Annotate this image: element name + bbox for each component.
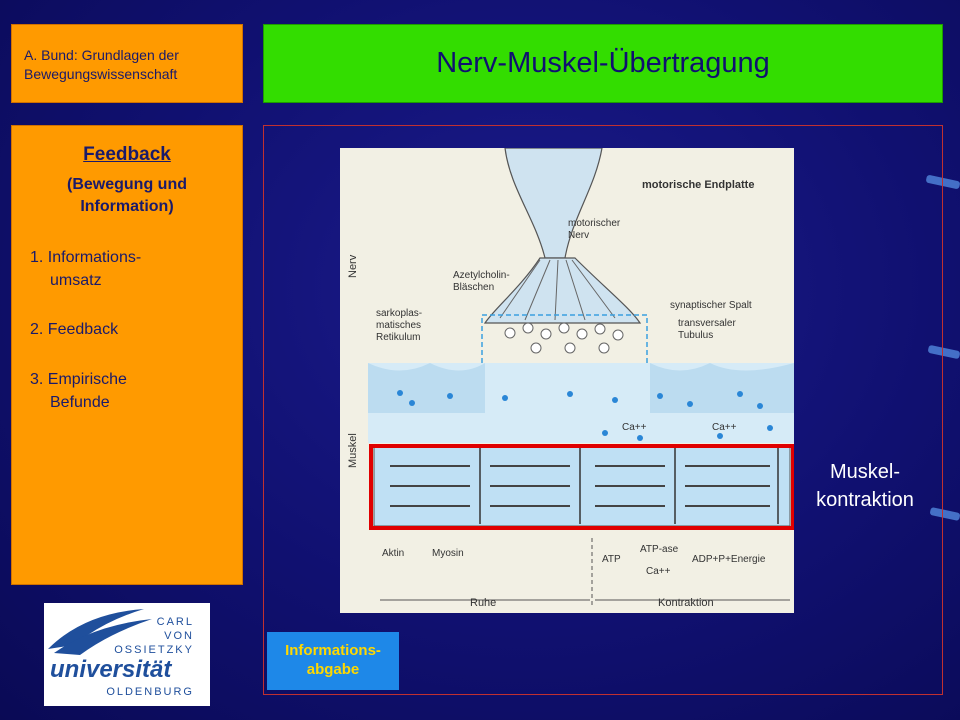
label-blaeschen: Bläschen (453, 282, 494, 293)
menu-item-empirische-befunde[interactable]: 3. Empirische Befunde (30, 368, 127, 414)
label-aktin: Aktin (382, 548, 404, 559)
label-motorischer-nerv: motorischer (568, 218, 621, 229)
info-box-line-1: Informations- (285, 642, 381, 659)
filaments (390, 465, 770, 507)
label-azetylcholin: Azetylcholin- (453, 270, 510, 281)
label-ca-2: Ca++ (712, 422, 737, 433)
menu-subheading: (Bewegung und Information) (12, 174, 242, 218)
author-box: A. Bund: Grundlagen der Bewegungswissens… (11, 24, 243, 103)
slide-title: Nerv-Muskel-Übertragung (436, 47, 770, 79)
muscle-label-line-2: kontraktion (816, 489, 914, 511)
menu-item-label: Feedback (47, 321, 119, 338)
contraction-highlight (369, 444, 794, 530)
muscle-contraction-label: Muskel- kontraktion (790, 458, 940, 514)
content-frame (263, 125, 943, 695)
nerve-muscle-diagram: Nerv Muskel motorische Endplatte motoris… (340, 148, 794, 613)
menu-item-informationsumsatz[interactable]: 1. Informations- umsatz (30, 246, 141, 292)
menu-item-feedback[interactable]: 2. Feedback (30, 318, 118, 341)
label-muskel: Muskel (347, 433, 359, 468)
logo-oldenburg: OLDENBURG (106, 686, 194, 698)
synapse-highlight (481, 314, 648, 371)
label-endplatte: motorische Endplatte (642, 179, 754, 191)
menu-subheading-line-2: Information) (80, 198, 174, 215)
label-matisches: matisches (376, 320, 421, 331)
menu-item-number: 1. (30, 249, 44, 266)
label-kontraktion: Kontraktion (658, 597, 714, 609)
label-ca-3: Ca++ (646, 566, 671, 577)
menu-item-number: 3. (30, 371, 44, 388)
information-output-button[interactable]: Informations- abgabe (267, 632, 399, 690)
author-line-2: Bewegungswissenschaft (24, 66, 178, 82)
label-retikulum: Retikulum (376, 332, 420, 343)
topic-menu: Feedback (Bewegung und Information) 1. I… (11, 125, 243, 585)
logo-carl: CARL (157, 616, 194, 628)
label-transversaler: transversaler (678, 318, 736, 329)
menu-item-label: Empirische (47, 371, 127, 388)
label-atp: ATP (602, 554, 621, 565)
menu-item-label: Informations- (47, 249, 142, 266)
logo-wave-icon (48, 609, 152, 655)
calcium-dots (397, 390, 773, 441)
menu-item-label-cont: Befunde (50, 394, 110, 411)
label-adp-energie: ADP+P+Energie (692, 554, 766, 565)
label-sarkoplas: sarkoplas- (376, 308, 422, 319)
label-myosin: Myosin (432, 548, 464, 559)
menu-item-label-cont: umsatz (50, 272, 102, 289)
label-motorischer-nerv-2: Nerv (568, 230, 589, 241)
label-ruhe: Ruhe (470, 597, 496, 609)
menu-item-number: 2. (30, 321, 44, 338)
label-synaptischer-spalt: synaptischer Spalt (670, 300, 752, 311)
label-ca-1: Ca++ (622, 422, 647, 433)
university-logo: CARL VON OSSIETZKY universität OLDENBURG (44, 603, 210, 706)
vesicles (504, 322, 624, 354)
nerve-terminal (483, 257, 642, 324)
label-atpase: ATP-ase (640, 544, 679, 555)
menu-heading[interactable]: Feedback (83, 144, 171, 165)
logo-universitaet: universität (50, 656, 172, 683)
author-line: A. Bund: Grundlagen der (24, 47, 179, 63)
label-tubulus: Tubulus (678, 330, 713, 341)
menu-subheading-line-1: (Bewegung und (67, 176, 187, 193)
muscle-label-line-1: Muskel- (829, 461, 900, 483)
logo-ossietzky: OSSIETZKY (114, 644, 194, 656)
info-box-line-2: abgabe (306, 661, 360, 678)
logo-von: VON (164, 630, 194, 642)
slide-title-box: Nerv-Muskel-Übertragung (263, 24, 943, 103)
label-nerv: Nerv (347, 254, 359, 278)
